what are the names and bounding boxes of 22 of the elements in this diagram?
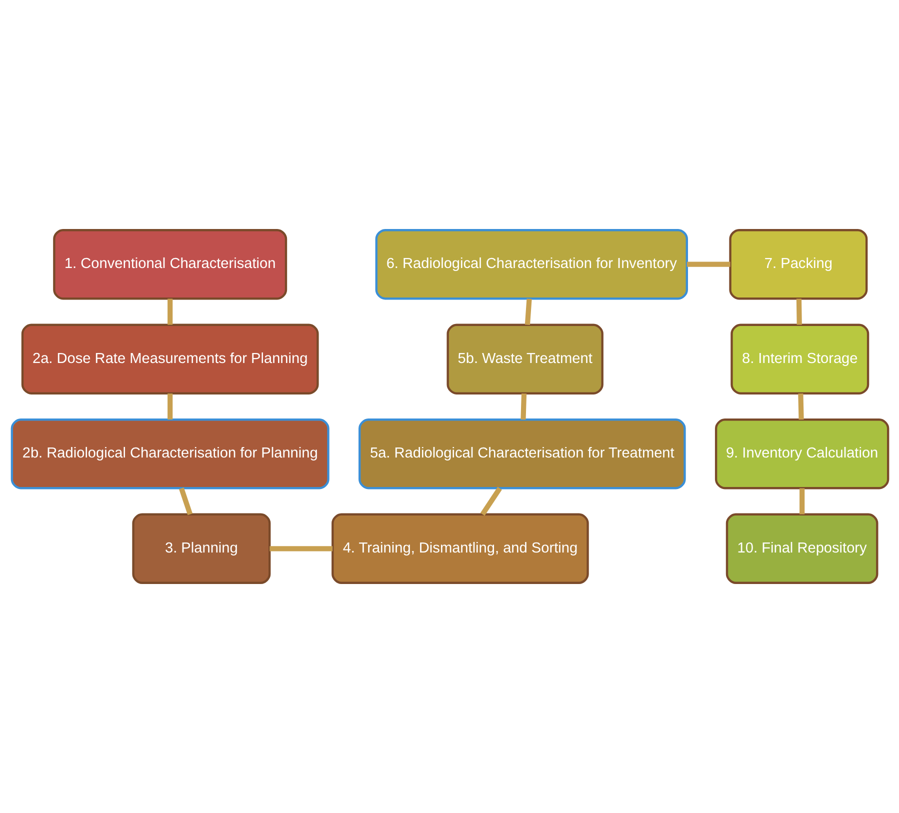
node-box: 5b. Waste Treatment <box>446 324 603 394</box>
connector <box>799 488 804 514</box>
connector <box>167 394 172 420</box>
node-box: 1. Conventional Characterisation <box>52 229 287 300</box>
node-box: 7. Packing <box>728 229 868 300</box>
node-box: 4. Training, Dismantling, and Sorting <box>331 513 588 584</box>
node-box: 2b. Radiological Characterisation for Planning <box>10 418 329 490</box>
node-box: 10. Final Repository <box>725 513 878 584</box>
connector <box>167 298 172 325</box>
connector <box>796 298 802 325</box>
connector <box>798 393 804 420</box>
node-box: 2a. Dose Rate Measurements for Planning <box>20 324 318 394</box>
connector <box>686 262 730 267</box>
node-box: 8. Interim Storage <box>730 324 869 394</box>
node-box: 3. Planning <box>132 513 270 584</box>
node-box: 5a. Radiological Characterisation for Treatment <box>358 418 686 490</box>
connector <box>178 487 192 516</box>
connector <box>520 393 526 420</box>
node-box: 9. Inventory Calculation <box>714 418 889 490</box>
connector <box>480 486 502 516</box>
node-box: 6. Radiological Characterisation for Inventory <box>374 229 688 300</box>
connector <box>269 546 332 552</box>
